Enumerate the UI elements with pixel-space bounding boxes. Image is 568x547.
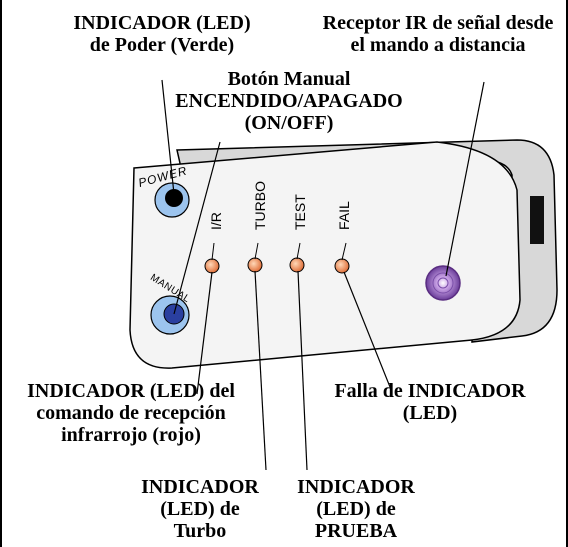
- power-button: [165, 189, 183, 207]
- callout-manual-button: Botón Manual ENCENDIDO/APAGADO (ON/OFF): [175, 68, 403, 134]
- led-fail: [334, 258, 350, 274]
- led-ir: [204, 258, 220, 274]
- callout-test-led: INDICADOR (LED) de PRUEBA: [297, 476, 415, 542]
- callout-turbo-led: INDICADOR (LED) de Turbo: [141, 476, 259, 542]
- callout-fail-led: Falla de INDICADOR (LED): [334, 380, 526, 424]
- callout-ir-receiver: Receptor IR de señal desde el mando a di…: [322, 12, 554, 56]
- led-test: [289, 257, 305, 273]
- ir-receiver: [425, 265, 461, 301]
- led-label-fail: FAIL: [336, 201, 352, 230]
- callout-power-led: INDICADOR (LED) de Poder (Verde): [73, 12, 251, 56]
- led-label-ir: I/R: [208, 212, 224, 230]
- led-label-turbo: TURBO: [252, 181, 268, 230]
- led-turbo: [247, 257, 263, 273]
- device-body: [129, 141, 521, 369]
- callout-ir-led: INDICADOR (LED) del comando de recepción…: [27, 380, 235, 446]
- led-label-test: TEST: [292, 194, 308, 230]
- callout-lines: [161, 79, 485, 471]
- device-side-slot: [530, 196, 544, 244]
